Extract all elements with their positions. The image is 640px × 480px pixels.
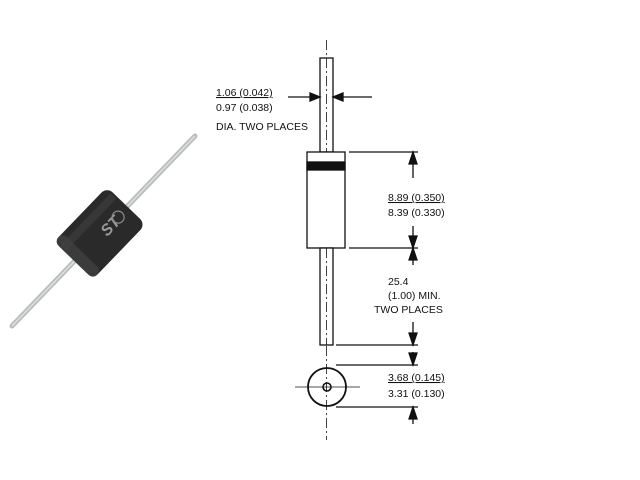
lead-length-note: TWO PLACES xyxy=(374,304,443,316)
dimension-labels: 1.06 (0.042) 0.97 (0.038) DIA. TWO PLACE… xyxy=(216,87,445,400)
dimension-drawing xyxy=(288,40,418,440)
lead-length-value: 25.4 xyxy=(388,276,409,288)
body-dia-max: 3.68 (0.145) xyxy=(388,372,445,384)
cathode-band xyxy=(306,161,346,171)
body-length-min: 8.39 (0.330) xyxy=(388,207,445,219)
mark-circle-icon xyxy=(111,210,125,224)
body-length-max: 8.89 (0.350) xyxy=(388,192,445,204)
body-dia-min: 3.31 (0.130) xyxy=(388,388,445,400)
lead-dia-min: 0.97 (0.038) xyxy=(216,102,273,114)
diode-photo: ST xyxy=(9,133,198,329)
lead-dia-note: DIA. TWO PLACES xyxy=(216,121,308,133)
photo-body: ST xyxy=(56,190,143,277)
lead-length-inch: (1.00) MIN. xyxy=(388,290,441,302)
lead-dia-max: 1.06 (0.042) xyxy=(216,87,273,99)
